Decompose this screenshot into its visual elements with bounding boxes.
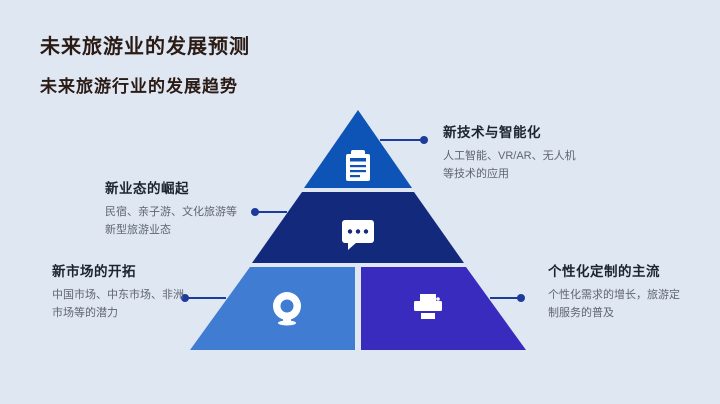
callout-desc-line: 民宿、亲子游、文化旅游等 [105, 206, 237, 218]
callout-desc: 个性化需求的增长，旅游定 制服务的普及 [548, 287, 708, 322]
callout-new-tech: 新技术与智能化 人工智能、VR/AR、无人机 等技术的应用 [443, 121, 613, 183]
pyramid-level-bottom-left [190, 267, 355, 350]
callout-desc-line: 市场等的潜力 [52, 306, 118, 319]
callout-title: 新业态的崛起 [105, 181, 189, 196]
callout-desc-line: 中国市场、中东市场、非洲 [52, 289, 184, 301]
webcam-icon [273, 292, 301, 326]
page-subtitle: 未来旅游行业的发展趋势 [40, 77, 238, 96]
connector-dots [181, 136, 525, 302]
callout-title: 新市场的开拓 [52, 264, 136, 279]
printer-icon [414, 294, 442, 319]
page-title: 未来旅游业的发展预测 [40, 36, 250, 58]
callout-desc: 人工智能、VR/AR、无人机 等技术的应用 [443, 148, 613, 183]
connector-dot-bottom-left [181, 294, 189, 302]
callout-desc-line: 新型旅游业态 [105, 223, 171, 236]
callout-new-market: 新市场的开拓 中国市场、中东市场、非洲 市场等的潜力 [52, 260, 222, 322]
callout-desc-line: 个性化需求的增长，旅游定 [548, 289, 680, 301]
clipboard-icon [346, 150, 370, 181]
callout-title: 新技术与智能化 [443, 125, 541, 140]
callout-title: 个性化定制的主流 [548, 264, 660, 279]
callout-desc: 中国市场、中东市场、非洲 市场等的潜力 [52, 287, 222, 322]
callout-desc-line: 人工智能、VR/AR、无人机 [443, 150, 576, 162]
connector-dot-top-right [420, 136, 428, 144]
callout-desc-line: 等技术的应用 [443, 167, 509, 180]
callout-personalization: 个性化定制的主流 个性化需求的增长，旅游定 制服务的普及 [548, 260, 708, 322]
chat-bubble-icon [342, 220, 374, 250]
connector-dot-middle-left [251, 208, 259, 216]
connector-dot-bottom-right [517, 294, 525, 302]
callout-new-business: 新业态的崛起 民宿、亲子游、文化旅游等 新型旅游业态 [105, 177, 275, 239]
callout-desc-line: 制服务的普及 [548, 306, 614, 319]
callout-desc: 民宿、亲子游、文化旅游等 新型旅游业态 [105, 204, 275, 239]
pyramid-level-top [304, 110, 412, 188]
pyramid-level-bottom-right [361, 267, 526, 350]
connector-lines [185, 139, 521, 299]
